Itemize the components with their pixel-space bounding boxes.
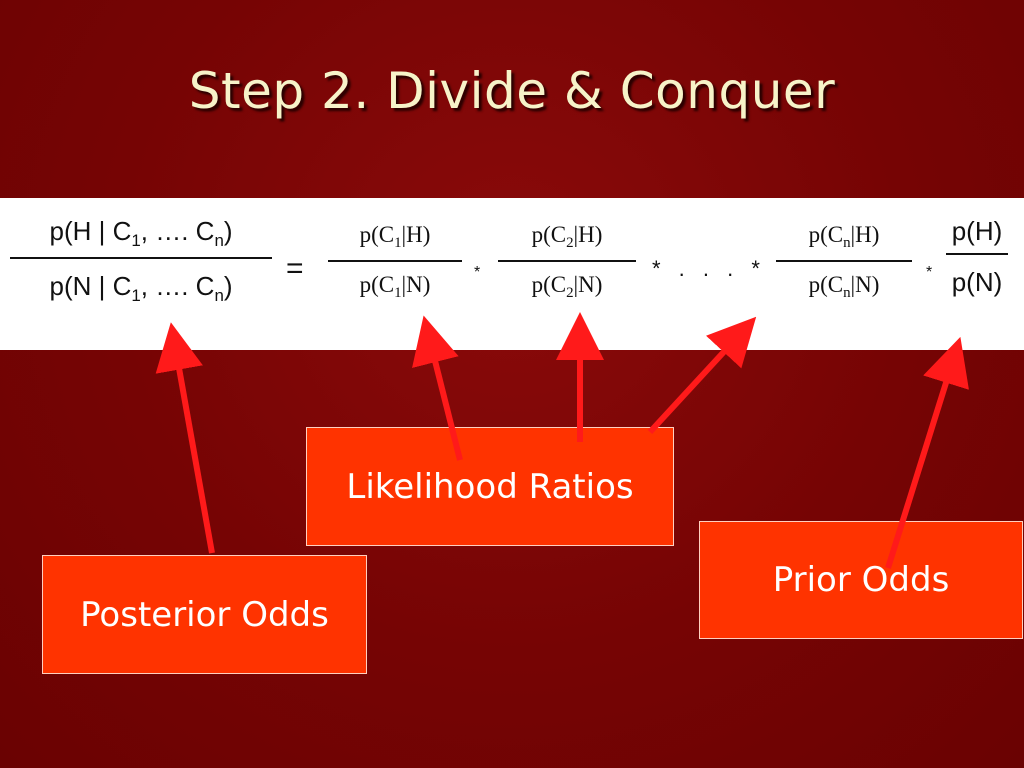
prior-numerator: p(H): [951, 216, 1003, 246]
lrn-numerator: p(Cn|H): [809, 222, 880, 252]
arrow-to-likelihood-ratio-n: [647, 316, 757, 435]
arrow-to-likelihood-ratio-1: [412, 315, 463, 461]
posterior-fraction-bar: [10, 256, 272, 259]
prior-odds-fraction: p(H) p(N): [946, 216, 1008, 298]
lr1-den-a: p(C: [359, 272, 395, 298]
posterior-num-sub-1: 1: [131, 230, 141, 250]
lr2-numerator: p(C2|H): [532, 222, 603, 252]
posterior-num-sub-n: n: [214, 230, 224, 250]
posterior-den-sub-n: n: [214, 285, 224, 305]
posterior-den-text: p(N | C: [49, 270, 132, 301]
posterior-den-sub-1: 1: [131, 285, 141, 305]
posterior-odds-fraction: p(H | C1, …. Cn) p(N | C1, …. Cn): [10, 216, 272, 306]
ellipsis-product: * . . . *: [652, 256, 766, 281]
arrow-to-prior-odds: [885, 336, 969, 569]
likelihood-ratio-n: p(Cn|H) p(Cn|N): [776, 222, 912, 302]
lr1-denominator: p(C1|N): [360, 272, 431, 302]
prior-denominator: p(N): [951, 267, 1003, 297]
lr1-numerator: p(C1|H): [360, 222, 431, 252]
lrn-den-b: |N): [850, 272, 880, 298]
likelihood-ratio-1: p(C1|H) p(C1|N): [328, 222, 462, 302]
lrn-fraction-bar: [776, 260, 912, 263]
lrn-denominator: p(Cn|N): [809, 272, 880, 302]
multiply-star-2: *: [926, 264, 933, 281]
posterior-denominator: p(N | C1, …. Cn): [49, 271, 232, 306]
lr1-num-a: p(C: [359, 222, 395, 247]
lrn-num-sub: n: [843, 235, 851, 252]
multiply-star-1: *: [474, 264, 481, 281]
lrn-den-a: p(C: [808, 272, 844, 298]
posterior-num-text: p(H | C: [49, 216, 132, 246]
lr1-den-sub: 1: [394, 285, 402, 302]
posterior-num-end: ): [223, 216, 233, 246]
lr2-num-sub: 2: [566, 235, 574, 252]
lr1-fraction-bar: [328, 260, 462, 263]
likelihood-ratios-label: Likelihood Ratios: [306, 427, 674, 546]
prior-odds-label: Prior Odds: [699, 521, 1023, 639]
equals-sign: =: [286, 252, 304, 285]
lr2-denominator: p(C2|N): [532, 272, 603, 302]
posterior-numerator: p(H | C1, …. Cn): [49, 216, 232, 251]
lr1-den-b: |N): [401, 272, 431, 298]
posterior-den-end: ): [223, 270, 233, 301]
lr2-num-a: p(C: [531, 222, 567, 247]
posterior-odds-label: Posterior Odds: [42, 555, 367, 674]
lr2-den-sub: 2: [566, 285, 574, 302]
prior-fraction-bar: [946, 253, 1008, 255]
lr2-fraction-bar: [498, 260, 636, 263]
arrow-to-posterior-odds: [155, 322, 215, 554]
lrn-num-b: |H): [850, 222, 880, 247]
slide-title: Step 2. Divide & Conquer: [188, 62, 836, 120]
lr2-den-a: p(C: [531, 272, 567, 298]
posterior-den-mid: , …. C: [140, 270, 215, 301]
likelihood-ratio-2: p(C2|H) p(C2|N): [498, 222, 636, 302]
lr2-num-b: |H): [573, 222, 603, 247]
lr2-den-b: |N): [573, 272, 603, 298]
lrn-den-sub: n: [843, 285, 851, 302]
lr1-num-sub: 1: [394, 235, 402, 252]
lr1-num-b: |H): [401, 222, 431, 247]
posterior-num-mid: , …. C: [140, 216, 215, 246]
lrn-num-a: p(C: [808, 222, 844, 247]
